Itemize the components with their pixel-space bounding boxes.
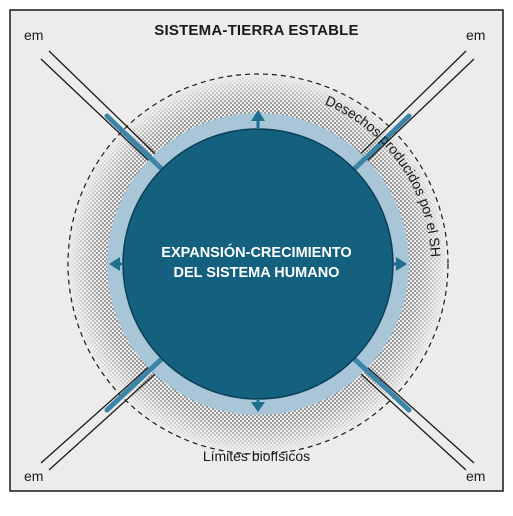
limits-label: Límites biofísicos [202, 448, 311, 464]
diagram-title: SISTEMA-TIERRA ESTABLE [154, 22, 359, 39]
em-label-bottom-right: em [466, 468, 486, 484]
em-label-top-right: em [466, 27, 486, 43]
arrow-left [109, 257, 123, 271]
em-label-bottom-left: em [24, 468, 44, 484]
em-channel-top-right [345, 113, 412, 178]
core-label: EXPANSIÓN-CRECIMIENTO DEL SISTEMA HUMANO [130, 243, 383, 283]
em-line-top-left-b [48, 50, 177, 175]
arrow-right [393, 257, 407, 271]
expansion-arrows [109, 110, 407, 412]
core-label-line-2: DEL SISTEMA HUMANO [173, 265, 340, 281]
em-label-top-left: em [24, 27, 44, 43]
em-channel-bottom-right [345, 350, 412, 413]
arrow-up [251, 110, 265, 129]
em-channel-bottom-left [104, 350, 171, 413]
em-channels [104, 113, 412, 413]
em-channel-top-left [104, 113, 171, 178]
limits-circle [67, 73, 449, 455]
core-label-line-1: EXPANSIÓN-CRECIMIENTO [161, 245, 352, 261]
em-line-top-right-a [339, 50, 467, 175]
arrow-down [251, 399, 265, 412]
